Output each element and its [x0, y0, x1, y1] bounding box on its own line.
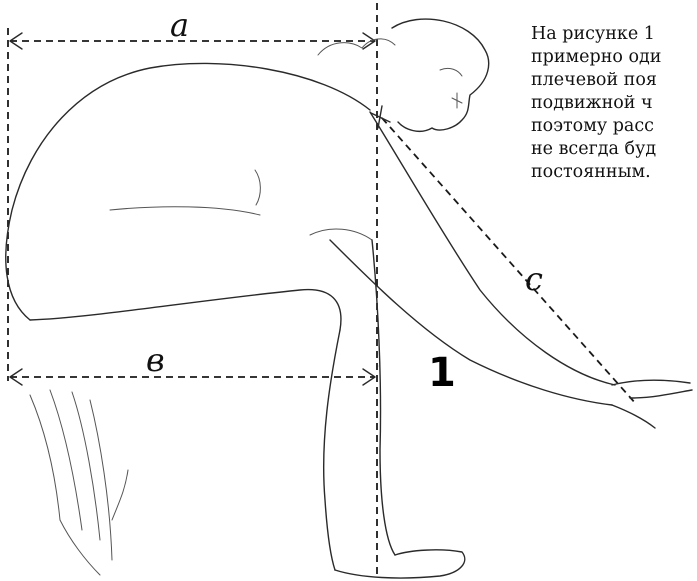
text-line-7: постоянным.	[531, 162, 651, 183]
figure-number: 1	[428, 350, 456, 396]
dimension-c-line	[382, 118, 636, 404]
text-line-2: примерно оди	[531, 47, 661, 68]
text-line-1: На рисунке 1	[531, 24, 655, 45]
text-line-4: подвижной ч	[531, 93, 653, 114]
head-outline	[392, 19, 489, 131]
ear-line	[440, 68, 462, 76]
text-line-5: поэтому расс	[531, 116, 654, 137]
label-a: a	[170, 6, 189, 44]
arm-bottom-outline	[330, 240, 612, 405]
torso-fold-line	[110, 207, 260, 215]
label-c: c	[525, 260, 543, 298]
shin-front-outline	[372, 240, 395, 555]
foot-outline	[335, 550, 465, 578]
label-b: в	[146, 341, 165, 379]
waist-line	[255, 170, 260, 205]
text-line-3: плечевой поя	[531, 70, 657, 91]
ear-cross-mark	[452, 93, 462, 108]
hand-sketch-fingers	[60, 470, 128, 575]
knee-line	[310, 229, 372, 240]
text-line-6: не всегда буд	[531, 139, 656, 160]
thigh-outline	[30, 290, 341, 330]
back-outline	[6, 63, 370, 320]
hand-outline	[612, 380, 692, 428]
hand-sketch-lines	[30, 390, 112, 560]
hair-curls	[318, 39, 395, 55]
shin-back-outline	[324, 330, 340, 570]
